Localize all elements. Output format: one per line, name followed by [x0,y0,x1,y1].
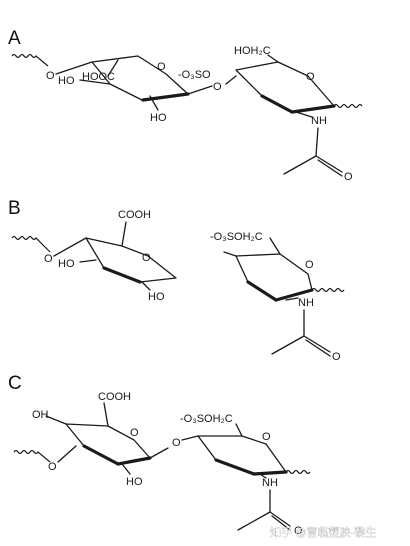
hydroxyl-label: HO [58,75,75,87]
panel-b: B O O COOH HO HO -O₃SOH₂C O NH O [8,198,345,363]
sugar-ring-glucosamine [235,61,335,113]
bond [79,259,97,263]
hydroxyl-label: OH [32,409,49,421]
ring-bold-edge [116,456,152,466]
ring-oxygen-label: O [306,71,315,83]
panel-c-letter: C [8,373,22,394]
carboxyl-label: COOH [118,209,151,221]
bond [269,237,281,255]
ring-bold-edge [274,288,314,302]
bond [55,61,93,75]
bond [187,85,213,95]
bond [269,511,291,527]
carbonyl-oxygen-label: O [332,351,341,363]
hydroxyl-label: HO [148,291,165,303]
ring-bold-edge [246,280,278,302]
glycosidic-oxygen-label: O [172,437,181,449]
sulfate-hydroxymethyl-label: -O₃SOH₂C [210,231,263,243]
sulfate-hydroxymethyl-label: -O₃SOH₂C [180,413,233,425]
ring-bold-edge [214,458,256,476]
watermark-text: 知乎 @富临塑胶-黎生 [270,525,376,539]
sugar-ring-uronic [85,237,177,283]
wavy-bond [333,103,363,109]
glycosidic-oxygen-label: O [44,253,53,265]
bond [121,221,127,247]
bond [79,79,111,85]
ring-bold-edge [141,92,190,102]
wavy-bond [11,235,51,253]
bond [53,237,87,257]
bond [149,95,159,111]
amide-nh-label: NH [311,115,327,127]
bond [283,155,317,175]
hydroxyl-label: HO [58,258,75,270]
bond [107,59,119,77]
hydroxymethyl-label: HOH₂C [234,45,271,57]
panel-b-letter: B [8,198,21,219]
ring-oxygen-label: O [157,61,166,73]
bond [225,75,237,85]
ring-oxygen-label: O [305,259,314,271]
bond [315,127,319,157]
hydroxyl-label: HO [126,476,143,488]
glycosidic-oxygen-label: O [213,81,222,93]
bond [267,54,279,63]
amide-nh-label: NH [298,297,314,309]
bond [149,447,169,459]
bond [305,339,331,357]
carboxyl-label: HOOC [82,71,115,83]
ring-bold-edge [82,444,120,466]
bond [317,159,343,177]
bond [259,473,267,479]
bond [303,335,331,353]
wavy-bond [311,287,345,293]
bond [237,511,271,531]
ring-bold-edge [290,104,336,114]
bond [235,423,243,437]
glycosidic-oxygen-label: O [46,70,55,82]
carboxyl-label: COOH [98,391,131,403]
bond [45,415,67,425]
ring-bold-edge [252,470,288,476]
panel-c: C COOH OH O O HO O -O₃SOH₂C O NH O [8,373,311,537]
bond [181,435,199,441]
ring-bold-edge [260,94,294,114]
wavy-bond [285,469,311,475]
bond [315,155,343,173]
bond [103,402,109,427]
ring-bold-edge [102,266,142,284]
wavy-bond [13,449,51,463]
ring-oxygen-label: O [142,252,151,264]
bond [285,297,299,301]
bond [57,445,77,463]
ring-oxygen-label: O [262,431,271,443]
sulfate-label: -O₃SO [178,69,211,81]
bond [121,463,131,475]
amide-nh-label: NH [262,477,278,489]
carbonyl-oxygen-label: O [294,525,303,537]
hydroxyl-label: HO [150,112,167,124]
bond [223,251,237,257]
wavy-bond [11,53,49,67]
bond [271,335,305,355]
panel-a-letter: A [8,28,21,49]
panel-a: A O O HO HOOC HO -O₃SO O O HOH₂C NH [8,28,363,183]
bond [295,111,313,118]
bond [141,281,151,291]
bond [271,515,291,531]
ring-oxygen-label: O [130,427,139,439]
glycosidic-oxygen-label: O [48,461,57,473]
carbonyl-oxygen-label: O [344,171,353,183]
